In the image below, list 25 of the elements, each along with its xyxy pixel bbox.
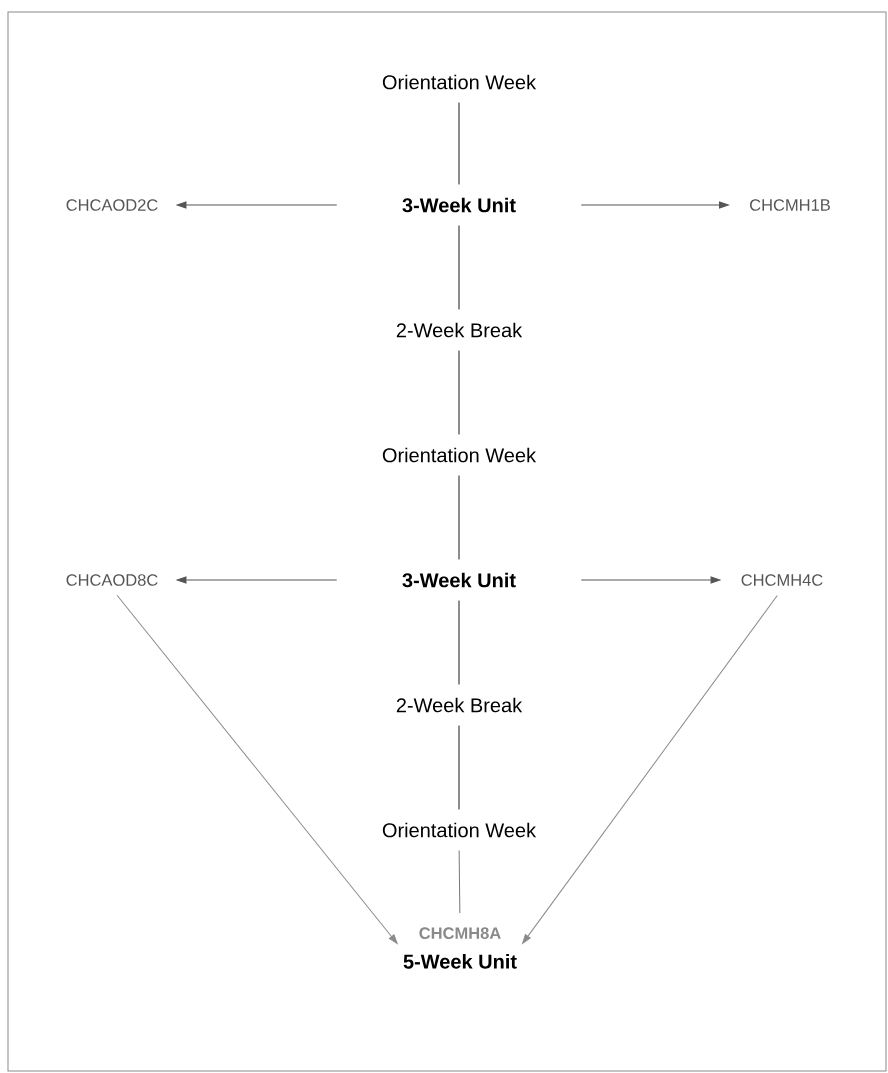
unit-label: 3-Week Unit [402,197,516,213]
connector-line [458,600,460,685]
course-code: CHCMH1B [750,199,830,211]
course-code: CHCMH4C [741,574,823,586]
connector-line [458,850,461,914]
unit-label: CHCMH8A 5-Week Unit [403,927,517,969]
phase-label: Orientation Week [382,822,537,838]
course-code: CHCAOD8C [66,574,158,586]
arrow [522,595,778,944]
connector-line [458,475,460,560]
connector-line [458,350,460,435]
connector-line [458,102,460,185]
phase-label: 2-Week Break [396,322,523,338]
phase-label: Orientation Week [382,74,537,90]
arrow [176,576,338,584]
connector-line [458,725,460,810]
arrow [116,594,398,945]
phase-label: Orientation Week [382,447,537,463]
arrow [176,201,338,209]
course-code: CHCAOD2C [66,199,158,211]
arrow [580,576,721,584]
unit-label: 3-Week Unit [402,572,516,588]
connector-line [458,225,460,310]
arrow [580,201,729,209]
phase-label: 2-Week Break [396,697,523,713]
